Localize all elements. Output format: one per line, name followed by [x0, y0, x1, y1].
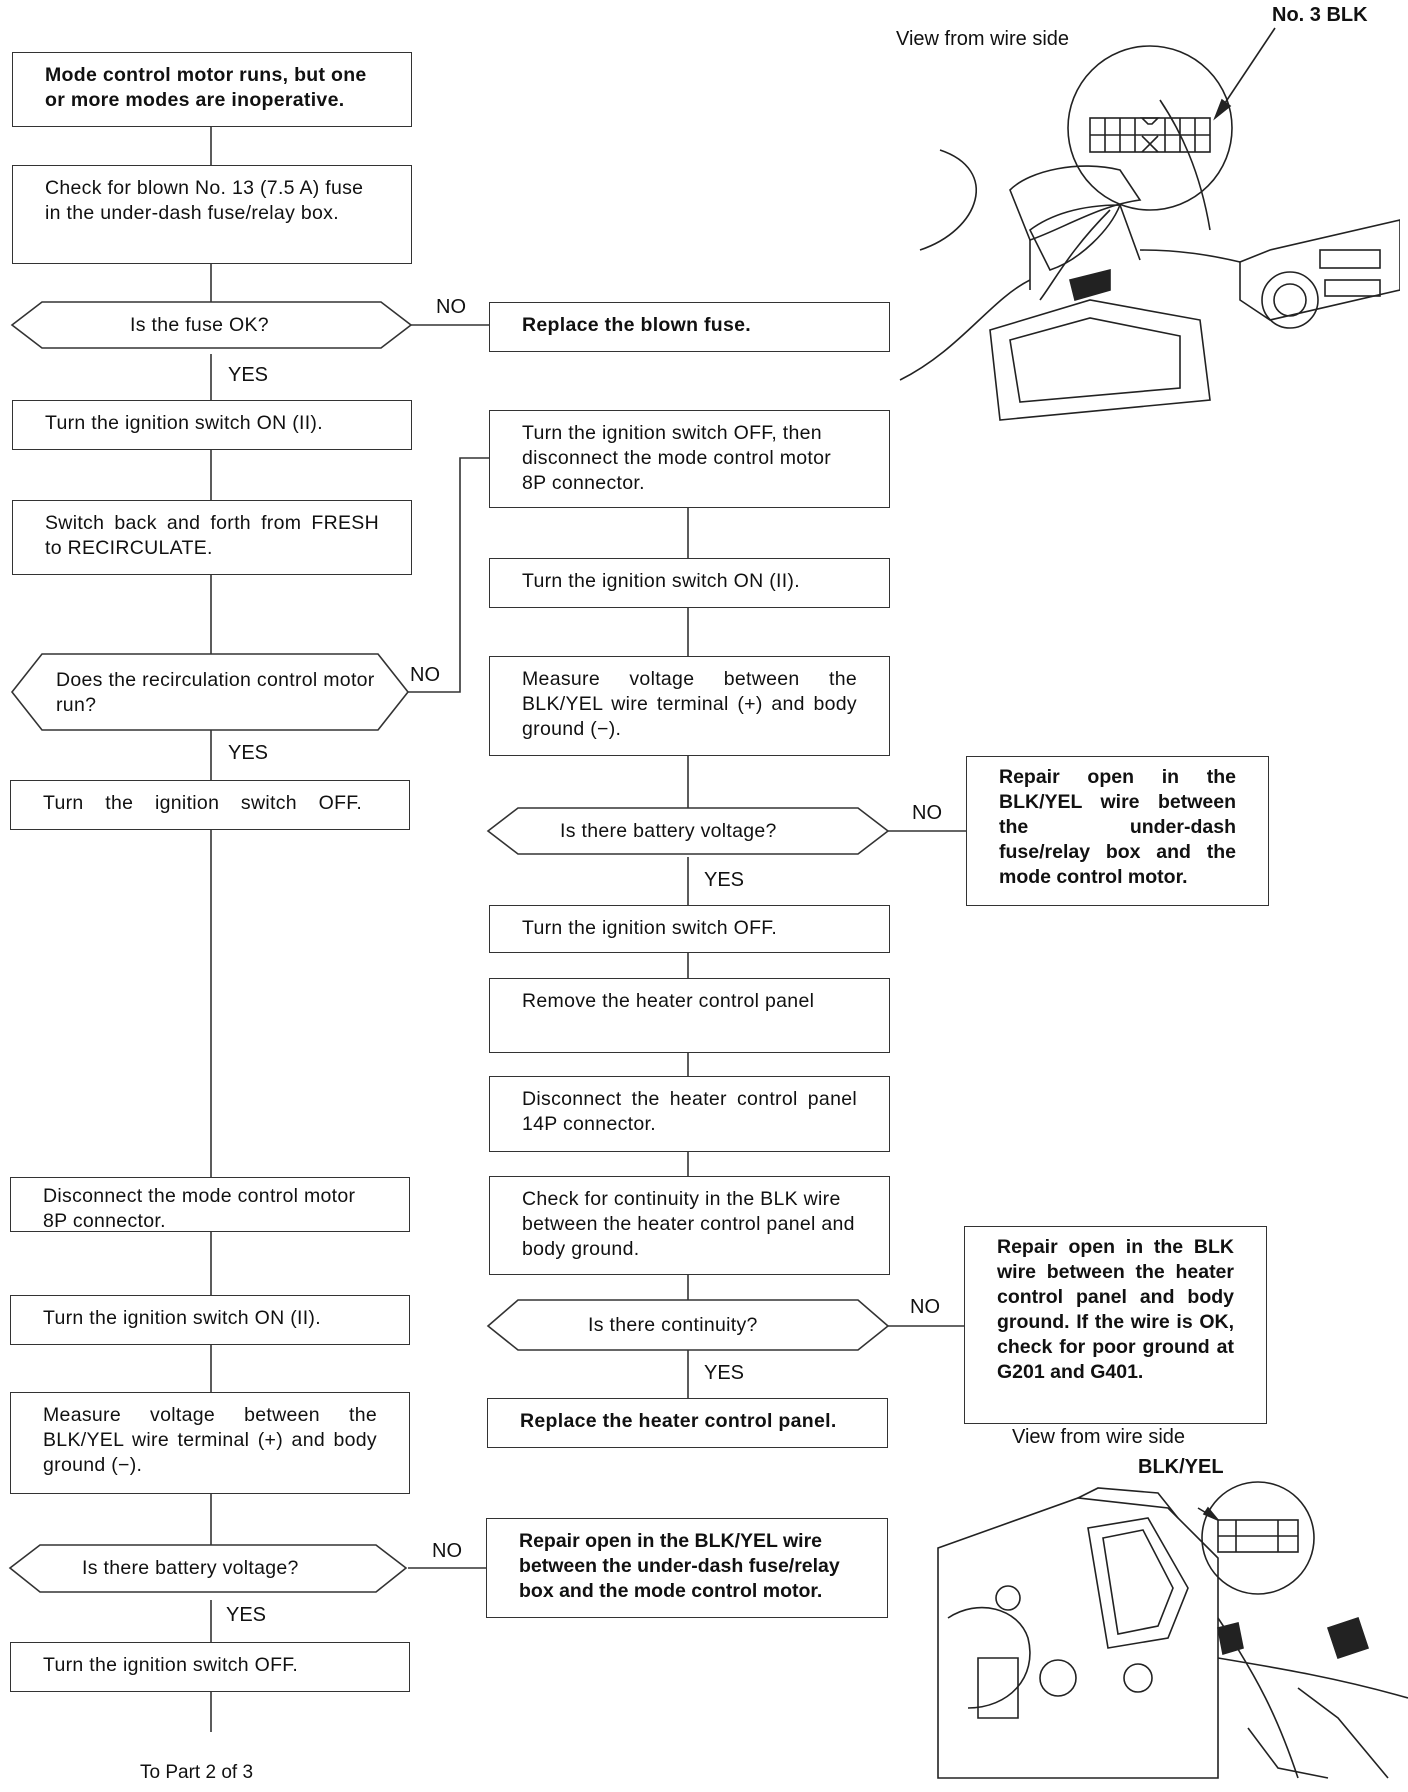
ign-off-3-text: Turn the ignition switch OFF.	[43, 1654, 299, 1676]
decision-voltage-1-text: Is there battery voltage?	[560, 820, 777, 842]
yes-label: YES	[226, 1604, 267, 1626]
ign-off-disconnect-box: Turn the ignition switch OFF, then disco…	[489, 410, 890, 508]
yes-label: YES	[704, 1362, 745, 1384]
check-fuse-box: Check for blown No. 13 (7.5 A) fuse in t…	[12, 165, 412, 264]
yes-label: YES	[228, 364, 269, 386]
decision-continuity-text: Is there continuity?	[588, 1314, 758, 1336]
ign-off-1-text: Turn the ignition switch OFF.	[43, 792, 363, 814]
switch-fresh-box: Switch back and forth from FRESH to RECI…	[12, 500, 412, 575]
top-view-caption: View from wire side	[896, 28, 1070, 50]
decision-voltage-1-shape	[486, 807, 890, 855]
decision-fuse-text: Is the fuse OK?	[130, 314, 269, 336]
disconnect-14p-box: Disconnect the heater control panel 14P …	[489, 1076, 890, 1152]
ign-off-2-box: Turn the ignition switch OFF.	[489, 905, 890, 953]
no-label: NO	[912, 802, 942, 824]
measure-2-text: Measure voltage between the BLK/YEL wire…	[43, 1404, 377, 1476]
ign-off-1-box: Turn the ignition switch OFF.	[10, 780, 410, 830]
check-continuity-text: Check for continuity in the BLK wire bet…	[522, 1188, 855, 1260]
mode-motor-connector-illustration	[937, 1481, 1408, 1779]
repair-1-box: Repair open in the BLK/YEL wire between …	[966, 756, 1269, 906]
decision-voltage-2-text: Is there battery voltage?	[82, 1557, 299, 1579]
remove-panel-box: Remove the heater control panel	[489, 978, 890, 1053]
repair-blk-box: Repair open in the BLK wire between the …	[964, 1226, 1267, 1424]
remove-panel-text: Remove the heater control panel	[522, 990, 815, 1012]
to-part-label: To Part 2 of 3	[140, 1762, 254, 1783]
no-label: NO	[910, 1296, 940, 1318]
top-wire-label: No. 3 BLK	[1272, 4, 1368, 26]
disconnect-8p-box: Disconnect the mode control motor 8P con…	[10, 1177, 410, 1232]
decision-continuity-shape	[486, 1299, 890, 1351]
decision-fuse-shape	[10, 301, 413, 349]
repair-2-box: Repair open in the BLK/YEL wire between …	[486, 1518, 888, 1618]
dashboard-connector-illustration	[899, 27, 1400, 421]
decision-recirc-shape	[10, 653, 410, 731]
ign-off-disconnect-text: Turn the ignition switch OFF, then disco…	[522, 422, 832, 494]
no-label: NO	[436, 296, 466, 318]
ign-off-2-text: Turn the ignition switch OFF.	[522, 917, 778, 939]
ign-on-3-box: Turn the ignition switch ON (II).	[10, 1295, 410, 1345]
disconnect-8p-text: Disconnect the mode control motor 8P con…	[43, 1185, 356, 1232]
ign-on-2-text: Turn the ignition switch ON (II).	[522, 570, 800, 592]
measure-1-text: Measure voltage between the BLK/YEL wire…	[522, 668, 857, 740]
bottom-view-caption: View from wire side	[1012, 1426, 1186, 1448]
repair-2-text: Repair open in the BLK/YEL wire between …	[519, 1530, 840, 1602]
repair-blk-text: Repair open in the BLK wire between the …	[997, 1236, 1234, 1383]
ign-on-3-text: Turn the ignition switch ON (II).	[43, 1307, 321, 1329]
ign-on-2-box: Turn the ignition switch ON (II).	[489, 558, 890, 608]
start-box: Mode control motor runs, but one or more…	[12, 52, 412, 127]
measure-2-box: Measure voltage between the BLK/YEL wire…	[10, 1392, 410, 1494]
switch-fresh-text: Switch back and forth from FRESH to RECI…	[45, 512, 379, 559]
ign-off-3-box: Turn the ignition switch OFF.	[10, 1642, 410, 1692]
replace-fuse-box: Replace the blown fuse.	[489, 302, 890, 352]
replace-fuse-text: Replace the blown fuse.	[522, 314, 752, 336]
no-label: NO	[410, 664, 440, 686]
yes-label: YES	[704, 869, 745, 891]
decision-recirc-text: Does the recirculation control motor run…	[56, 669, 375, 716]
decision-voltage-2-shape	[8, 1544, 408, 1593]
check-continuity-box: Check for continuity in the BLK wire bet…	[489, 1176, 890, 1275]
check-fuse-text: Check for blown No. 13 (7.5 A) fuse in t…	[45, 177, 364, 224]
replace-panel-text: Replace the heater control panel.	[520, 1410, 837, 1432]
disconnect-14p-text: Disconnect the heater control panel 14P …	[522, 1088, 857, 1135]
repair-1-text: Repair open in the BLK/YEL wire between …	[999, 766, 1236, 888]
bottom-wire-label: BLK/YEL	[1138, 1456, 1224, 1478]
no-label: NO	[432, 1540, 462, 1562]
yes-label: YES	[228, 742, 269, 764]
replace-panel-box: Replace the heater control panel.	[487, 1398, 888, 1448]
ign-on-1-box: Turn the ignition switch ON (II).	[12, 400, 412, 450]
measure-1-box: Measure voltage between the BLK/YEL wire…	[489, 656, 890, 756]
start-text: Mode control motor runs, but one or more…	[45, 64, 367, 111]
ign-on-1-text: Turn the ignition switch ON (II).	[45, 412, 323, 434]
